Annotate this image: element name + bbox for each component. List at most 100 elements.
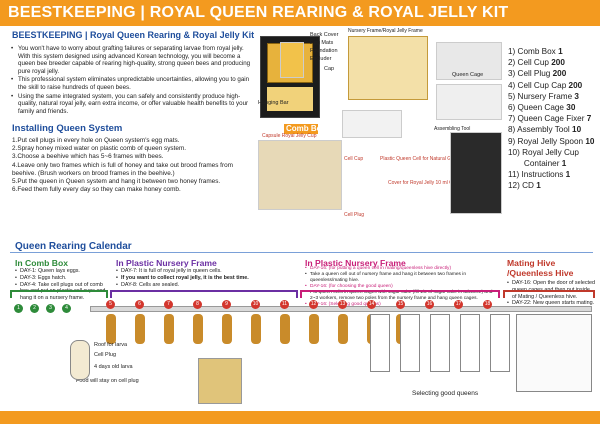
banner-title: BEESTKEEPING | ROYAL QUEEN REARING & ROY… (8, 4, 509, 21)
kit-item: 8) Assembly Tool 10 (508, 125, 582, 135)
nursery-list-1: DAY-7: It is full of royal jelly in quee… (116, 268, 296, 288)
calendar-item: Put queen cells in queen cages with suga… (305, 290, 501, 302)
stage-number-15: 15 (396, 300, 405, 309)
cell-cups-image (342, 110, 402, 138)
install-step: 1.Put cell plugs in every hole on Queen … (12, 137, 180, 144)
stage-number-18: 18 (483, 300, 492, 309)
intro-bullets: You won't have to worry about grafting f… (10, 45, 256, 116)
calendar-item: DAY-7: It is full of royal jelly in quee… (116, 268, 296, 275)
intro-heading: BEESTKEEPING | Royal Queen Rearing & Roy… (12, 30, 255, 40)
top-banner (0, 0, 600, 26)
jelly-container-image (450, 132, 502, 214)
install-step: 2.Spray honey mixed water on plastic com… (12, 145, 187, 153)
nursery-heading-1: In Plastic Nursery Frame (116, 258, 217, 268)
calendar-title: Queen Rearing Calendar (15, 241, 132, 252)
larva-stages (106, 314, 406, 354)
larva-grid (198, 358, 242, 404)
calendar-item: DAY-16: (for choosing the good queen) (305, 284, 501, 290)
stage-number-3: 3 (46, 304, 55, 313)
stage-number-8: 8 (193, 300, 202, 309)
foundation-image (280, 42, 304, 78)
label-capsule: Capsule Royal Jelly Cup (262, 133, 317, 139)
kit-item: 3) Cell Plug 200 (508, 69, 567, 79)
label-nursery-frame: Nursery Frame/Royal Jelly Frame (348, 28, 423, 34)
kit-item: 11) Instructions 1 (508, 170, 571, 180)
calendar-item: Take a queen cell out of nursery frame a… (305, 272, 501, 284)
stage-number-5: 5 (106, 300, 115, 309)
jelly-cups-image (258, 140, 342, 210)
food-label: Food will stay on cell plug (76, 378, 139, 384)
nursery-bracket-2 (300, 290, 500, 298)
stage-number-17: 17 (454, 300, 463, 309)
label-cell-plug: Cell Plug (344, 212, 365, 218)
label-comb-box: Comb Box (286, 124, 326, 133)
label-foundation: Foundation (310, 48, 338, 54)
egg-mat-drawing (12, 316, 78, 356)
label-queen-cage: Queen Cage (452, 72, 484, 78)
stage-number-14: 14 (367, 300, 376, 309)
larva-label: 4 days old larva (94, 364, 133, 370)
kit-item: 12) CD 1 (508, 181, 541, 191)
intro-bullet: Using the same integrated system, you ca… (10, 93, 256, 116)
kit-item: 5) Nursery Frame 3 (508, 91, 579, 101)
label-cap: Cap (324, 66, 335, 72)
calendar-item: DAY-8: Cells are sealed. (116, 282, 296, 289)
install-step: 5.Put the queen in Queen system and hang… (12, 178, 221, 186)
kit-item: 2) Cell Cup 200 (508, 58, 565, 68)
roof-label: Roof for larva (94, 342, 128, 348)
mating-bracket (503, 290, 595, 298)
mating-hive-drawing (516, 314, 592, 392)
nursery-heading-2: In Plastic Nursery Frame (305, 258, 406, 268)
calendar-item: DAY-16: Open the door of selected queen … (507, 280, 595, 300)
calendar-item: DAY-3: Eggs hatch. (15, 275, 107, 282)
calendar-item: If you want to collect royal jelly, it i… (116, 275, 296, 282)
install-step: 6.Feed them fully every day so they can … (12, 186, 181, 194)
nursery-bracket-1 (110, 290, 298, 298)
stage-number-1: 1 (14, 304, 23, 313)
label-cover-jelly: Cover for Royal Jelly 10 ml Cup Caps (388, 180, 472, 186)
selecting-label: Selecting good queens (412, 390, 479, 397)
label-plastic-queen-cell: Plastic Queen Cell for Natural Grafting (380, 156, 466, 162)
stage-number-16: 16 (425, 300, 434, 309)
stage-number-10: 10 (251, 300, 260, 309)
stage-number-7: 7 (164, 300, 173, 309)
comb-box-label-bg (284, 124, 318, 134)
product-photo-area: Back Cover Egg Mats Foundation Excluder … (258, 28, 504, 233)
nursery-frame-image (348, 36, 428, 100)
comb-box-bracket (10, 290, 108, 298)
mating-heading: Mating Hive /Queenless Hive (507, 258, 574, 278)
cell-plug-label: Cell Plug (94, 352, 117, 358)
cell-cup-closeup (70, 340, 90, 380)
install-heading: Installing Queen System (12, 123, 123, 134)
install-step: 4.Leave only two frames which is full of… (12, 161, 233, 177)
stage-number-13: 13 (338, 300, 347, 309)
label-hanging-bar: Hanging Bar (258, 100, 289, 106)
calendar-item: DAY-1: Queen lays eggs. (15, 268, 107, 275)
stage-number-12: 12 (309, 300, 318, 309)
label-excluder: Excluder (310, 56, 332, 62)
stage-number-11: 11 (280, 300, 289, 309)
comb-box-heading: In Comb Box (15, 258, 68, 268)
stage-number-6: 6 (135, 300, 144, 309)
label-assembling-tool: Assembling Tool (434, 126, 471, 132)
kit-item: 7) Queen Cage Fixer 7 (508, 114, 592, 124)
kit-item: 10) Royal Jelly Cup Container 1 (508, 147, 579, 169)
kit-item: 4) Cell Cup Cap 200 (508, 80, 583, 90)
bottom-banner (0, 411, 600, 424)
calendar-item: DAY-22: New queen starts mating. (507, 300, 595, 307)
stage-number-9: 9 (222, 300, 231, 309)
intro-bullet: You won't have to worry about grafting f… (10, 45, 256, 75)
kit-item: 9) Royal Jelly Spoon 10 (508, 136, 595, 146)
stage-number-2: 2 (30, 304, 39, 313)
calendar-item: DAY-16: (for putting a queen cell in mat… (305, 266, 501, 272)
queen-cage-image (436, 42, 502, 80)
stage-number-4: 4 (62, 304, 71, 313)
label-egg-mats: Egg Mats (310, 40, 334, 46)
install-steps: 1.Put cell plugs in every hole on Queen … (12, 137, 258, 194)
cage-row (370, 314, 510, 374)
label-cell-cup: Cell Cup (344, 156, 364, 162)
rearing-diagram: Roof for larva Cell Plug 4 days old larv… (10, 298, 595, 410)
kit-item: 6) Queen Cage 30 (508, 103, 576, 113)
install-step: 3.Choose a beehive which has 5~6 frames … (12, 153, 164, 161)
label-back-cover: Back Cover (310, 32, 339, 38)
